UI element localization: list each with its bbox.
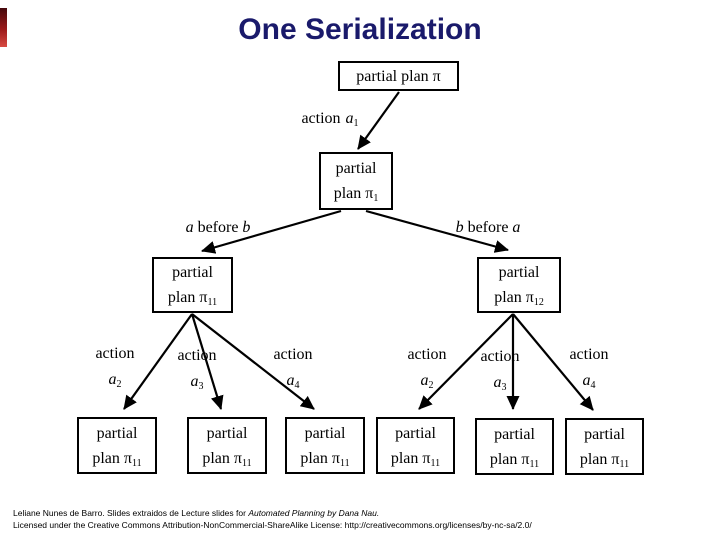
node-label: plan π11 (202, 449, 252, 469)
node-label: partial (172, 264, 213, 281)
node-label: plan π11 (489, 450, 540, 470)
node-label: plan π1 (333, 185, 379, 204)
node-partial-plan-1: partial plan π1 (319, 152, 393, 210)
accent-bar (0, 8, 7, 47)
node-leaf-4: partial plan π11 (376, 417, 455, 474)
node-leaf-6: partial plan π11 (565, 418, 644, 475)
node-label: partial (206, 424, 248, 442)
slide-title: One Serialization (238, 13, 482, 46)
node-leaf-5: partial plan π11 (475, 418, 554, 475)
arrow-n11-to-l3 (191, 313, 315, 410)
node-label: plan π11 (167, 289, 218, 308)
footer-line1: Leliane Nunes de Barro. Slides extraidos… (13, 508, 380, 518)
edge-label-action-a3-left: action a3 (177, 347, 217, 392)
edge-label-action-a4-left: action a4 (273, 346, 313, 391)
node-label: partial (395, 424, 436, 442)
footer-attribution: Leliane Nunes de Barro. Slides extraidos… (13, 508, 532, 531)
arrow-n11-to-l2 (190, 313, 224, 410)
node-label: plan π11 (390, 449, 441, 469)
node-label: plan π12 (494, 289, 544, 308)
node-label: partial plan π (356, 67, 441, 85)
arrow-n1-to-n11 (201, 209, 342, 254)
node-leaf-3: partial plan π11 (285, 417, 365, 474)
edge-label-a-before-b: a before b (185, 219, 251, 236)
node-leaf-2: partial plan π11 (187, 417, 267, 474)
node-label: plan π11 (92, 449, 142, 469)
arrow-n12-to-l6 (512, 313, 594, 411)
node-partial-plan-root: partial plan π (338, 61, 459, 91)
node-label: plan π11 (300, 449, 350, 469)
edge-label-b-before-a: b before a (455, 219, 521, 236)
node-label: partial (498, 264, 540, 281)
edge-label-action-a2-left: action a2 (95, 345, 135, 390)
edge-label-action-a2-right: action a2 (407, 346, 447, 391)
edge-label-action-a3-right: action a3 (480, 348, 520, 393)
node-leaf-1: partial plan π11 (77, 417, 157, 474)
arrow-n11-to-l1 (123, 313, 193, 410)
node-label: partial (335, 160, 377, 177)
node-label: partial (304, 424, 346, 442)
node-label: partial (494, 425, 535, 443)
node-partial-plan-12: partial plan π12 (477, 257, 561, 313)
node-label: partial (584, 425, 625, 443)
edge-label-action-a4-right: action a4 (569, 346, 609, 391)
arrow-n1-to-n12 (365, 209, 509, 253)
node-partial-plan-11: partial plan π11 (152, 257, 233, 313)
arrow-root-to-n1 (357, 91, 400, 150)
node-label: plan π11 (579, 450, 630, 470)
arrow-n12-to-l4 (418, 313, 514, 410)
node-label: partial (96, 424, 138, 442)
footer-line2: Licensed under the Creative Commons Attr… (13, 519, 532, 530)
